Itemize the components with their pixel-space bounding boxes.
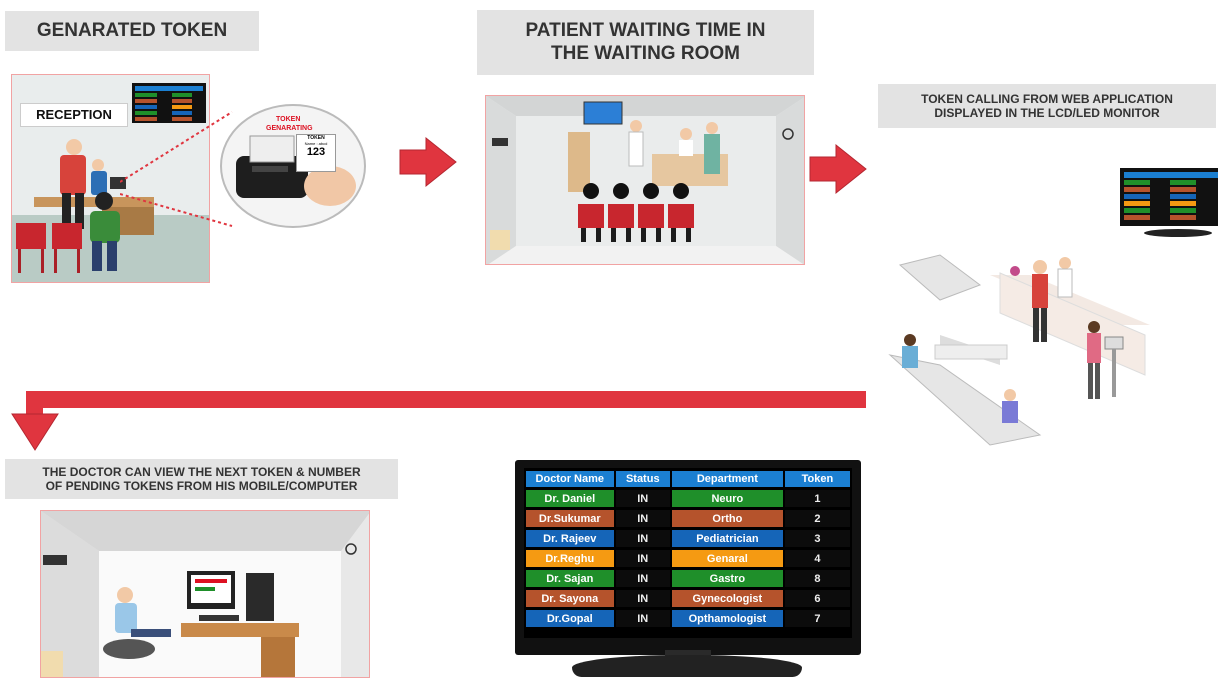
step4-label-line2: OF PENDING TOKENS FROM HIS MOBILE/COMPUT… [45, 479, 358, 493]
header-status: Status [615, 471, 670, 487]
reception-illustration [12, 75, 209, 282]
department-cell: Gastro [671, 570, 783, 587]
token-slip-name: Name : abcd [304, 141, 328, 146]
lcd-stand [572, 655, 802, 677]
status-cell: IN [615, 550, 670, 567]
hospital-lobby-illustration [888, 254, 1150, 446]
status-cell: IN [615, 590, 670, 607]
department-cell: Genaral [671, 550, 783, 567]
token-slip: TOKEN Name : abcd 123 [296, 134, 336, 172]
step2-label-line2: THE WAITING ROOM [551, 42, 740, 64]
token-cell: 8 [784, 570, 850, 587]
step1-label: GENARATED TOKEN [5, 11, 259, 51]
department-cell: Opthamologist [671, 610, 783, 627]
department-cell: Gynecologist [671, 590, 783, 607]
token-slip-title: TOKEN [307, 135, 325, 141]
doctor-name-cell: Dr.Sukumar [526, 510, 614, 527]
department-cell: Ortho [671, 510, 783, 527]
token-printer: TOKEN GENARATING TOKEN Name : abcd 123 [220, 104, 366, 228]
doctor-name-cell: Dr. Sajan [526, 570, 614, 587]
lcd-screen: Doctor Name Status Department Token Dr. … [524, 468, 852, 638]
table-header-row: Doctor Name Status Department Token [526, 471, 850, 487]
step2-label: PATIENT WAITING TIME IN THE WAITING ROOM [477, 10, 814, 75]
printer-icon [236, 135, 356, 206]
token-slip-number: 123 [306, 146, 326, 158]
token-cell: 3 [784, 530, 850, 547]
return-arrow-icon [11, 391, 866, 451]
doctor-name-cell: Dr.Reghu [526, 550, 614, 567]
step3-label-line1: TOKEN CALLING FROM WEB APPLICATION [921, 91, 1173, 106]
header-token: Token [784, 471, 850, 487]
status-cell: IN [615, 510, 670, 527]
header-department: Department [671, 471, 783, 487]
status-cell: IN [615, 570, 670, 587]
status-cell: IN [615, 530, 670, 547]
department-cell: Pediatrician [671, 530, 783, 547]
waiting-room-illustration [486, 96, 804, 264]
header-doctor-name: Doctor Name [526, 471, 614, 487]
step4-label-line1: THE DOCTOR CAN VIEW THE NEXT TOKEN & NUM… [42, 464, 361, 479]
token-cell: 4 [784, 550, 850, 567]
connector-lines [120, 111, 233, 227]
status-cell: IN [615, 490, 670, 507]
step3-label-line2: DISPLAYED IN THE LCD/LED MONITOR [934, 106, 1160, 120]
token-cell: 1 [784, 490, 850, 507]
doctor-name-cell: Dr. Sayona [526, 590, 614, 607]
doctor-name-cell: Dr. Daniel [526, 490, 614, 507]
token-cell: 7 [784, 610, 850, 627]
doctor-room-illustration [41, 511, 369, 677]
token-display-table: Doctor Name Status Department Token Dr. … [524, 468, 852, 630]
doctor-name-cell: Dr.Gopal [526, 610, 614, 627]
lcd-monitor: Doctor Name Status Department Token Dr. … [515, 460, 861, 655]
arrow-right-icon [399, 136, 457, 188]
arrow-right-icon-2 [809, 143, 867, 195]
token-cell: 2 [784, 510, 850, 527]
reception-panel: RECEPTION [11, 74, 210, 283]
doctor-room-panel [40, 510, 370, 678]
waiting-room-panel [485, 95, 805, 265]
department-cell: Neuro [671, 490, 783, 507]
step2-label-line1: PATIENT WAITING TIME IN [525, 19, 766, 41]
doctor-name-cell: Dr. Rajeev [526, 530, 614, 547]
status-cell: IN [615, 610, 670, 627]
token-title-1: TOKEN [276, 116, 301, 123]
step3-label: TOKEN CALLING FROM WEB APPLICATION DISPL… [878, 84, 1216, 128]
step4-label: THE DOCTOR CAN VIEW THE NEXT TOKEN & NUM… [5, 459, 398, 499]
token-cell: 6 [784, 590, 850, 607]
small-monitor-icon [1120, 168, 1218, 237]
token-title-2: GENARATING [266, 125, 313, 132]
reception-sign: RECEPTION [20, 103, 128, 127]
